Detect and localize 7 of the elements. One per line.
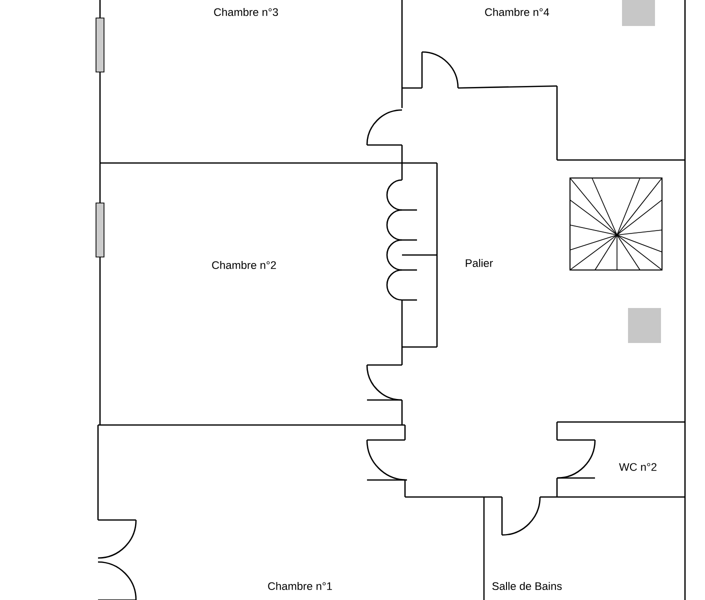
room-label: Palier (466, 258, 493, 268)
room-label: Chambre n°2 (212, 260, 276, 270)
room-label: Chambre n°3 (214, 8, 278, 16)
room-label: Chambre n°4 (485, 8, 550, 16)
room-label: Chambre n°1 (268, 582, 332, 590)
room-label: Salle de Bains (492, 582, 562, 590)
room-label: WC n°2 (619, 463, 656, 471)
